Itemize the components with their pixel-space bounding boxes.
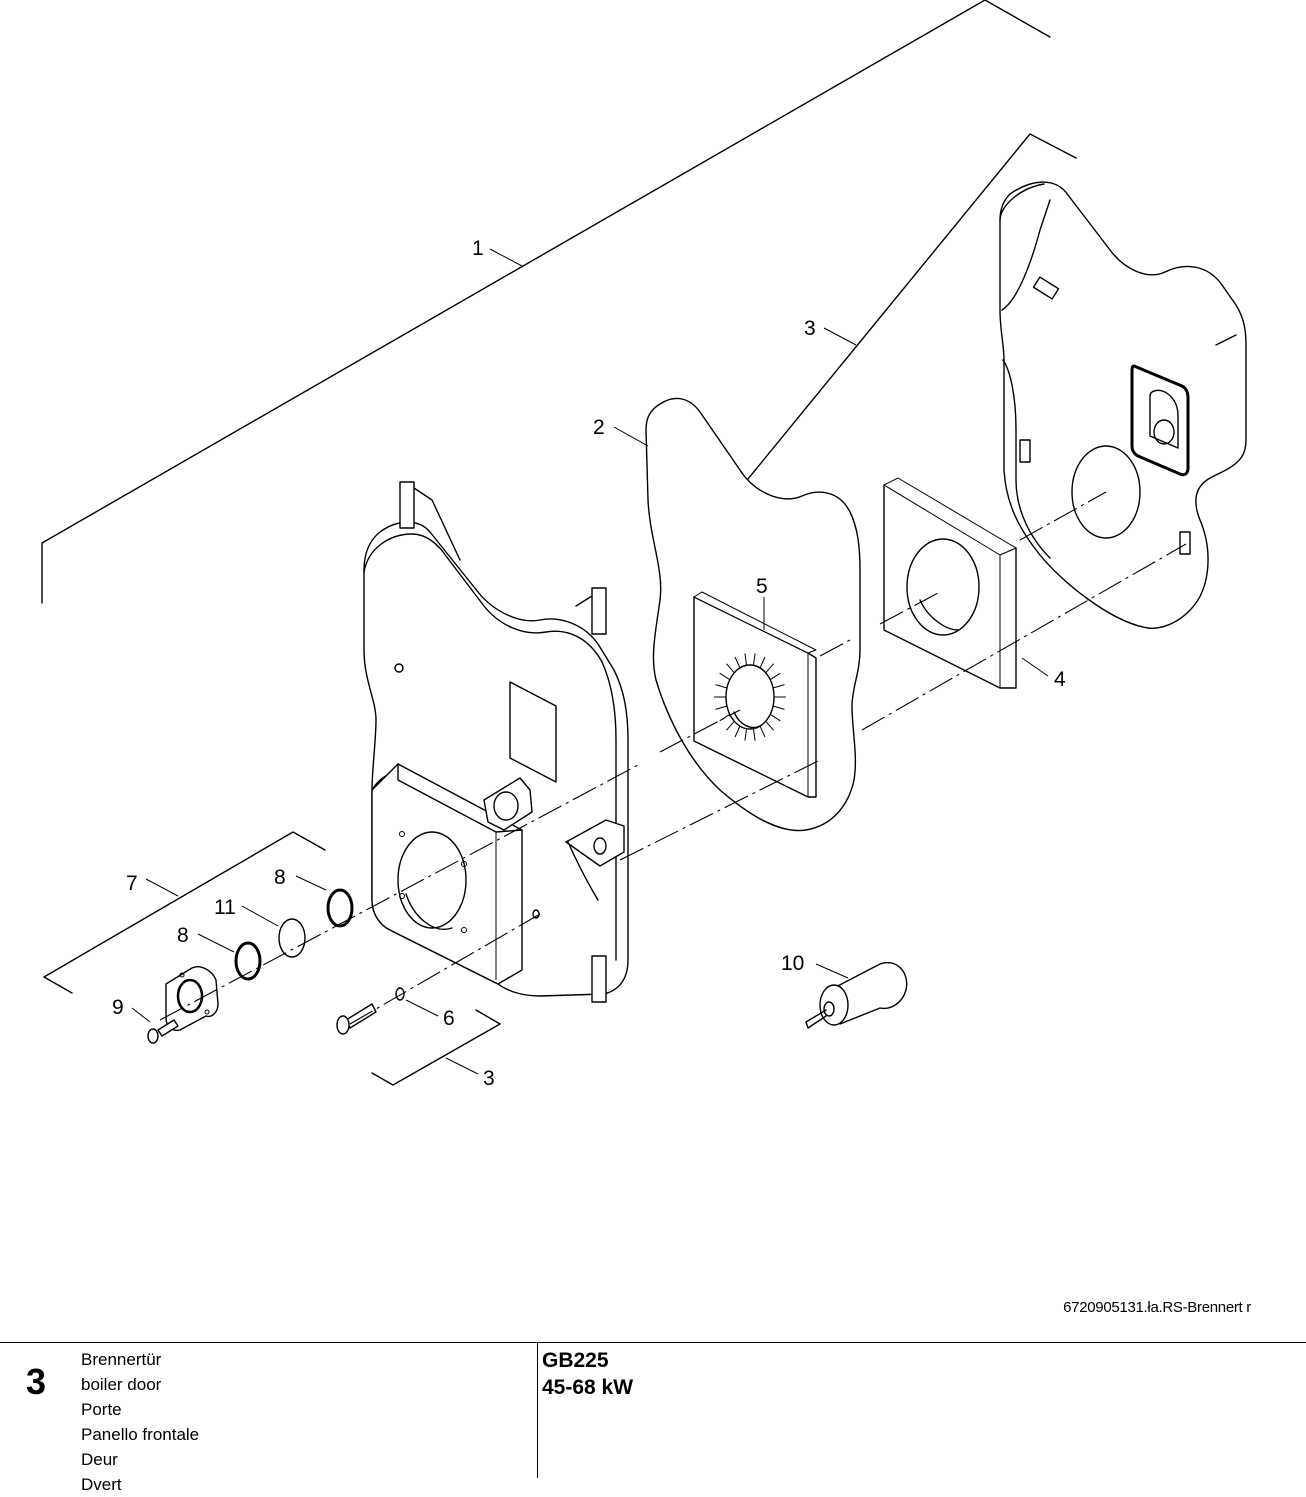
slit-line: [734, 656, 741, 669]
bracket-assembly-3-bottom: [371, 1009, 501, 1086]
model-name: GB225: [542, 1349, 609, 1372]
callout-3-top: 3: [804, 317, 816, 340]
slit-line: [744, 653, 748, 666]
gasket-part-4: [883, 477, 1017, 689]
title-list: Brennertür boiler door Porte Panello fro…: [81, 1347, 199, 1497]
callout-10: 10: [781, 952, 804, 975]
slit-line: [765, 720, 774, 731]
slit-line: [769, 713, 781, 722]
callout-2: 2: [593, 416, 605, 439]
screw-part-6: [336, 987, 405, 1035]
title-no: Dvert: [81, 1475, 122, 1494]
o-ring-part-8-lower: [234, 941, 262, 981]
slit-line: [772, 705, 785, 710]
slit-line: [765, 663, 774, 674]
model-power: 45-68 kW: [542, 1376, 634, 1399]
slit-line: [719, 672, 731, 681]
title-fr: Porte: [81, 1400, 122, 1419]
electrode-part-10: [805, 961, 908, 1029]
callout-5: 5: [756, 575, 768, 598]
slit-line: [715, 684, 728, 689]
model-info: GB225 45-68 kW: [542, 1347, 633, 1401]
page-number: 3: [26, 1361, 47, 1402]
slit-line: [726, 663, 735, 674]
title-it: Panello frontale: [81, 1425, 200, 1444]
title-block: 3 Brennertür boiler door Porte Panello f…: [0, 1342, 1306, 1494]
slit-line: [744, 728, 748, 741]
insulation-panel-2: [645, 397, 861, 832]
assembly-axis-lines: [159, 491, 1187, 1025]
title-nl: Deur: [81, 1450, 118, 1469]
screw-part-9: [147, 1019, 179, 1044]
callout-6: 6: [443, 1007, 455, 1030]
bracket-assembly-7: [43, 831, 326, 994]
bracket-assembly-1: [41, 0, 1051, 604]
title-de: Brennertür: [81, 1350, 162, 1369]
slit-line: [752, 653, 756, 666]
slit-line: [719, 713, 731, 722]
slit-line: [772, 684, 785, 689]
title-block-divider: [537, 1343, 538, 1478]
drawing-id: 6720905131.ła.RS-Brennert r: [1063, 1299, 1251, 1316]
slit-line: [715, 705, 728, 710]
sight-glass-part-11: [278, 918, 306, 958]
insulation-slits: [714, 653, 786, 741]
o-ring-part-8-upper: [326, 888, 354, 928]
leader-lines: [131, 248, 1049, 1075]
rear-door-panel: [999, 181, 1247, 629]
front-boiler-door: [363, 481, 629, 1003]
slit-line: [734, 725, 741, 738]
slit-line: [759, 656, 766, 669]
slit-line: [752, 728, 756, 741]
callout-7: 7: [126, 872, 138, 895]
slit-line: [759, 725, 766, 738]
exploded-parts-diagram: 1 3 2 5 4 7 8 11 8 9 6 3 10: [41, 0, 1247, 1090]
callout-1: 1: [472, 237, 484, 260]
flange-plate: [165, 966, 219, 1032]
callout-3-bottom: 3: [483, 1067, 495, 1090]
callout-9: 9: [112, 996, 124, 1019]
callout-8-upper: 8: [274, 866, 286, 889]
callout-4: 4: [1054, 668, 1066, 691]
callout-8-lower: 8: [177, 924, 189, 947]
callout-11: 11: [214, 896, 236, 919]
title-en: boiler door: [81, 1375, 162, 1394]
slit-line: [726, 720, 735, 731]
slit-line: [769, 672, 781, 681]
